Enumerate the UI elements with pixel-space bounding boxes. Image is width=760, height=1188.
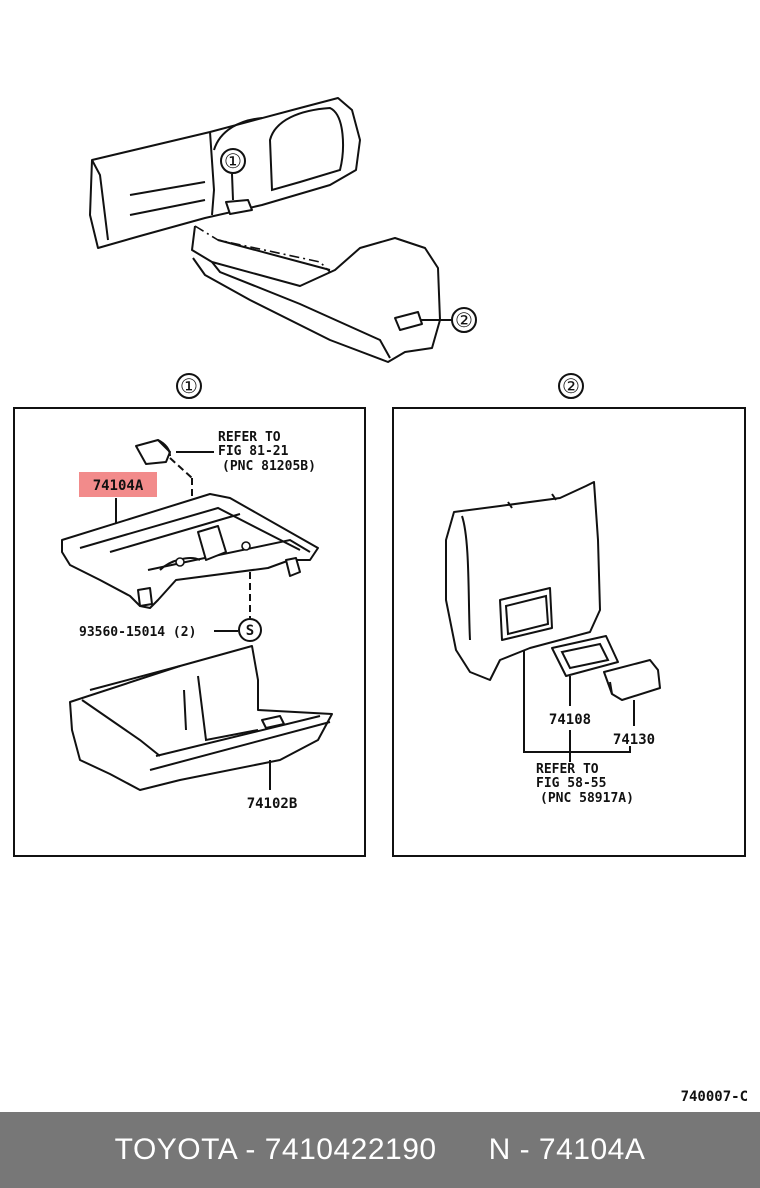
panel-2-parts: 74108 74130 xyxy=(445,481,661,762)
panel-2-header: ② xyxy=(558,373,584,399)
panel-2-frame xyxy=(392,407,746,857)
panel-2-refer-note: REFER TO FIG 58-55 (PNC 58917A) xyxy=(536,762,634,806)
panel-1-header: ① xyxy=(176,373,202,399)
part-74104a-highlight xyxy=(79,472,157,497)
panel-1-parts: 74104A S 93560-15014 (2) 74102B xyxy=(61,439,333,812)
panel-1-frame xyxy=(13,407,366,857)
part-74108-label: 74108 xyxy=(549,712,591,728)
panel-1-refer-line-2: FIG 81-21 xyxy=(218,444,289,459)
footer-bar: TOYOTA - 7410422190 N - 74104A xyxy=(0,1112,760,1188)
part-74102b-label: 74102B xyxy=(247,796,298,812)
panel-1-refer-note: REFER TO FIG 81-21 (PNC 81205B) xyxy=(218,430,316,474)
callout-1-overview: ① xyxy=(220,148,246,201)
panel-2-number: ② xyxy=(562,374,580,398)
figure-code: 740007-C xyxy=(681,1089,748,1105)
panel-2-refer-line-3: (PNC 58917A) xyxy=(540,791,634,806)
bolt-part-label: 93560-15014 (2) xyxy=(79,625,196,640)
panel-1-refer-line-1: REFER TO xyxy=(218,430,281,445)
footer-n-part-number: N - 74104A xyxy=(488,1133,646,1166)
parts-diagram: ① ② ① ② 74104A xyxy=(13,97,748,1105)
footer-brand-part-number: TOYOTA - 7410422190 xyxy=(114,1133,437,1166)
callout-2-overview: ② xyxy=(420,307,477,333)
part-74104a-label: 74104A xyxy=(93,478,144,494)
panel-2-refer-line-2: FIG 58-55 xyxy=(536,776,606,791)
panel-1-number: ① xyxy=(180,374,198,398)
panel-1-refer-line-3: (PNC 81205B) xyxy=(222,459,316,474)
bolt-symbol: S xyxy=(246,623,254,639)
callout-2-overview-label: ② xyxy=(455,308,473,332)
part-74130-label: 74130 xyxy=(613,732,655,748)
overview-assembly xyxy=(89,97,441,363)
callout-1-overview-label: ① xyxy=(224,149,242,173)
panel-2-refer-line-1: REFER TO xyxy=(536,762,599,777)
